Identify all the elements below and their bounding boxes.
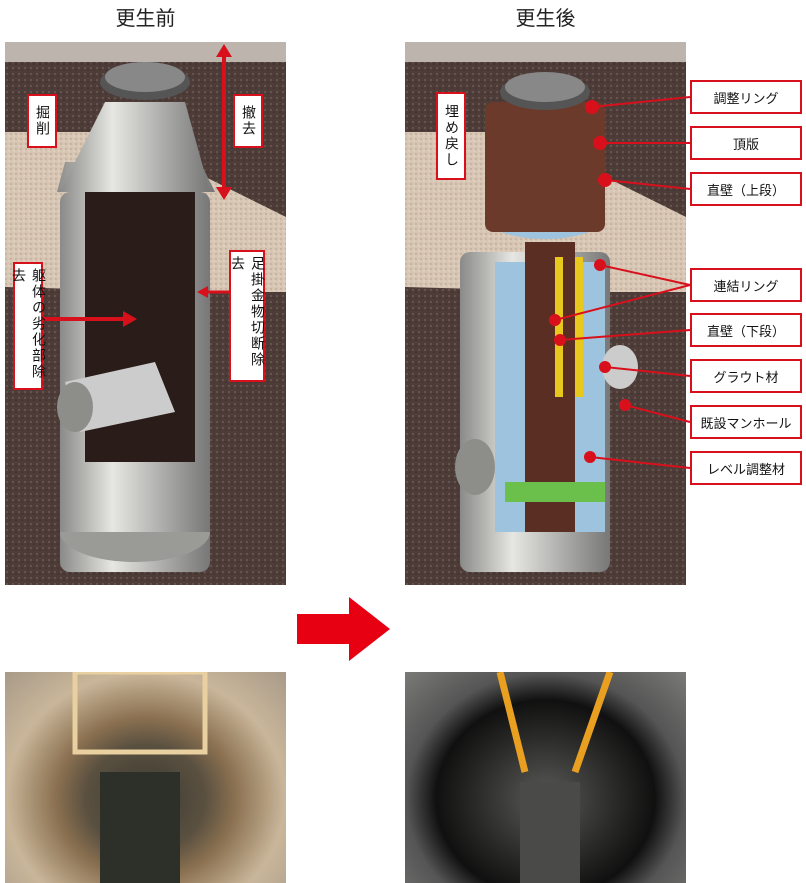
label-existing-manhole: 既設マンホール [690,405,802,439]
label-removal: 撤去 [233,94,263,148]
label-grout: グラウト材 [690,359,802,393]
after-title: 更生後 [515,6,576,30]
before-photo [5,672,286,883]
label-excavation: 掘削 [27,94,57,148]
right-arrow-icon [297,597,390,661]
label-step-cut-removal: 足掛金物切断除去 [229,250,265,382]
label-connect-ring: 連結リング [690,268,802,302]
label-adjust-ring: 調整リング [690,80,802,114]
before-title: 更生前 [115,6,176,30]
label-backfill: 埋め戻し [436,92,466,180]
label-deteriorated-removal: 躯体の劣化部除去 [10,262,46,390]
label-upper-wall: 直壁（上段） [690,172,802,206]
after-photo [405,672,686,883]
label-top-slab: 頂版 [690,126,802,160]
label-level-adjust: レベル調整材 [690,451,802,485]
label-lower-wall: 直壁（下段） [690,313,802,347]
